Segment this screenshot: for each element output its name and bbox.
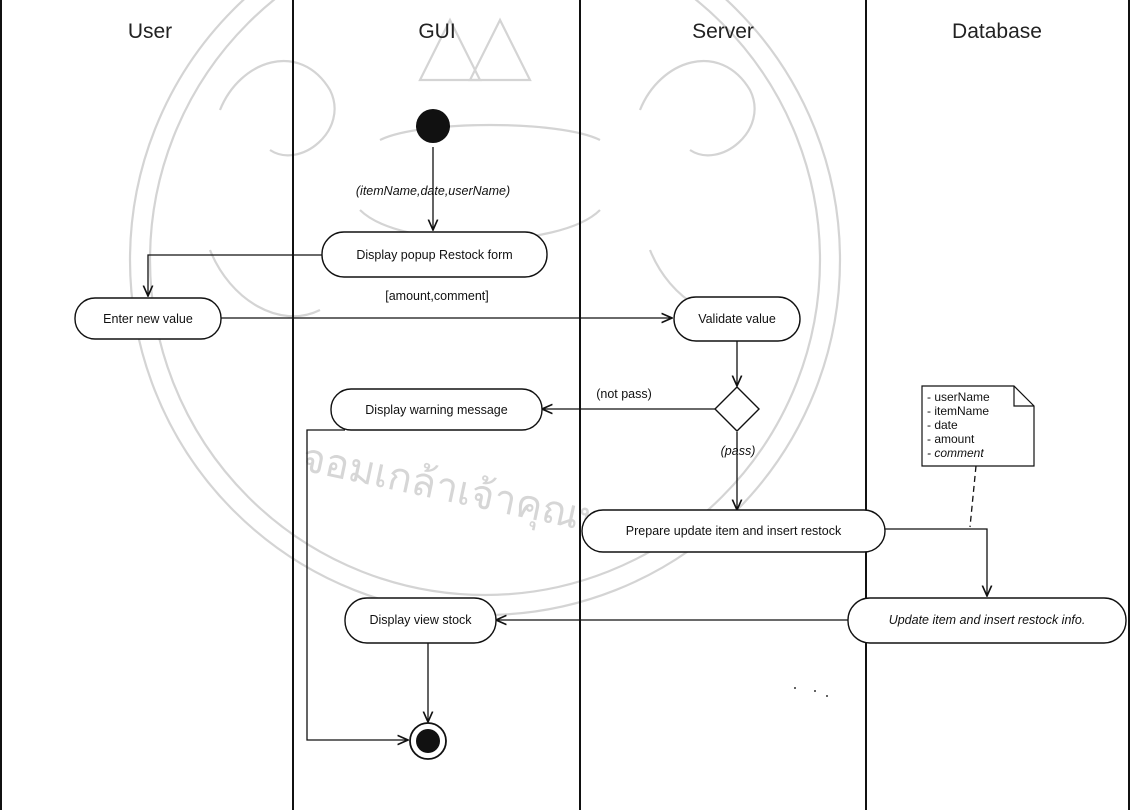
action-display-view-stock-label: Display view stock: [369, 613, 472, 627]
final-node: [409, 722, 447, 760]
lane-title-gui: GUI: [418, 20, 455, 43]
guard-not-pass: (not pass): [596, 387, 652, 401]
note-line-4: - amount: [927, 432, 975, 446]
data-note: - userName - itemName - date - amount - …: [921, 385, 1035, 467]
flow-prepare-to-update: [885, 528, 987, 596]
action-validate: Validate value: [673, 296, 801, 342]
decision-node: [714, 386, 760, 432]
lane-title-server: Server: [692, 20, 754, 43]
guard-pass: (pass): [721, 444, 756, 458]
action-display-warning: Display warning message: [330, 388, 543, 431]
lane-title-database: Database: [952, 20, 1042, 43]
note-line-3: - date: [927, 418, 958, 432]
action-enter-value-label: Enter new value: [103, 312, 193, 326]
action-display-popup: Display popup Restock form: [321, 231, 548, 278]
note-line-5: - comment: [927, 446, 984, 460]
initial-node: [416, 109, 450, 143]
action-update-item: Update item and insert restock info.: [847, 597, 1127, 644]
object-flow-label: (itemName,date,userName): [356, 184, 510, 198]
action-prepare-update-label: Prepare update item and insert restock: [626, 524, 842, 538]
action-display-view-stock: Display view stock: [344, 597, 497, 644]
note-line-1: - userName: [927, 390, 990, 404]
action-enter-value: Enter new value: [74, 297, 222, 340]
action-display-popup-label: Display popup Restock form: [356, 248, 512, 262]
control-flows: [148, 147, 987, 740]
flow-popup-to-enter: [148, 254, 322, 296]
flow-warning-to-end: [306, 429, 408, 740]
action-update-item-label: Update item and insert restock info.: [889, 613, 1086, 627]
note-line-2: - itemName: [927, 404, 989, 418]
note-anchor-line: [969, 465, 977, 528]
action-prepare-update: Prepare update item and insert restock: [581, 509, 886, 553]
lane-title-user: User: [128, 20, 172, 43]
guard-input-params: [amount,comment]: [385, 289, 489, 303]
scan-specks: [794, 687, 828, 697]
action-validate-label: Validate value: [698, 312, 776, 326]
action-display-warning-label: Display warning message: [365, 403, 507, 417]
